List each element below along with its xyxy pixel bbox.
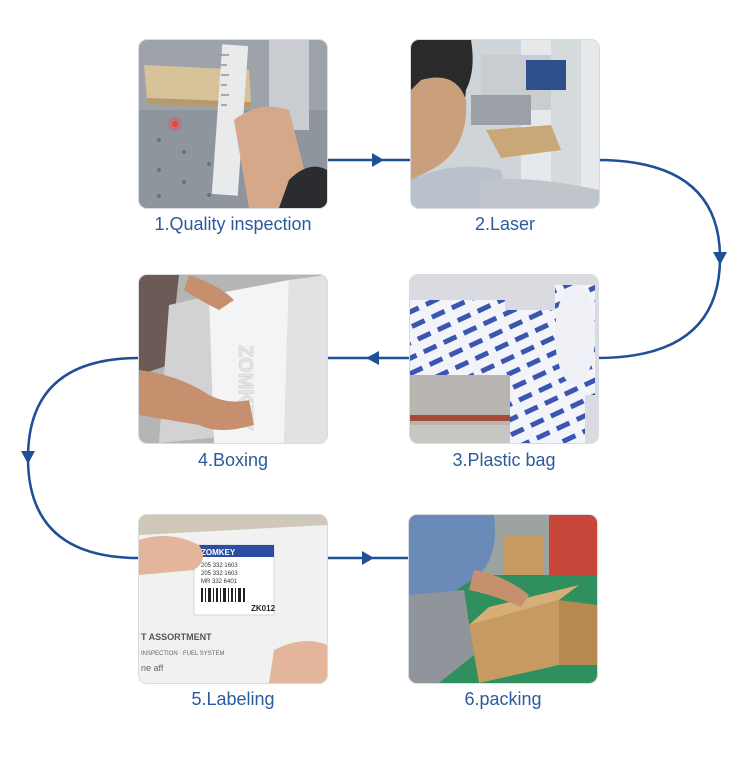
box-print-line-1: T ASSORTMENT [141,632,212,642]
label-line-2: 205 332 1603 [201,571,238,577]
step-5-photo: ZOMKEY 205 332 1603 205 332 1603 MR 332 … [139,515,327,683]
step-4-photo: ZOMKEY [139,275,327,443]
step-3-photo [410,275,598,443]
step-1-photo [139,40,327,208]
arrowhead-right-5 [362,551,374,565]
arrowhead-down-4 [21,451,35,464]
step-3-label: 3.Plastic bag [374,450,634,471]
step-6-photo [409,515,597,683]
step-2-photo [411,40,599,208]
step-4-label: 4.Boxing [103,450,363,471]
arrowhead-left-3 [366,351,379,365]
step-5-label: 5.Labeling [103,689,363,710]
connector-2-to-3 [597,160,720,358]
label-line-1: 205 332 1603 [201,563,238,569]
label-line-3: MR 332 6401 [201,579,238,585]
arrowhead-right-1 [372,153,384,167]
arrowhead-down-2 [713,252,727,265]
step-1-label: 1.Quality inspection [103,214,363,235]
label-code-print: ZK012 [251,604,276,613]
box-print-line-3: ne aff [141,663,164,673]
step-6-label: 6.packing [373,689,633,710]
label-brand-print: ZOMKEY [201,548,236,557]
step-2-label: 2.Laser [375,214,635,235]
box-print-line-2: INSPECTION · FUEL SYSTEM [141,651,224,657]
